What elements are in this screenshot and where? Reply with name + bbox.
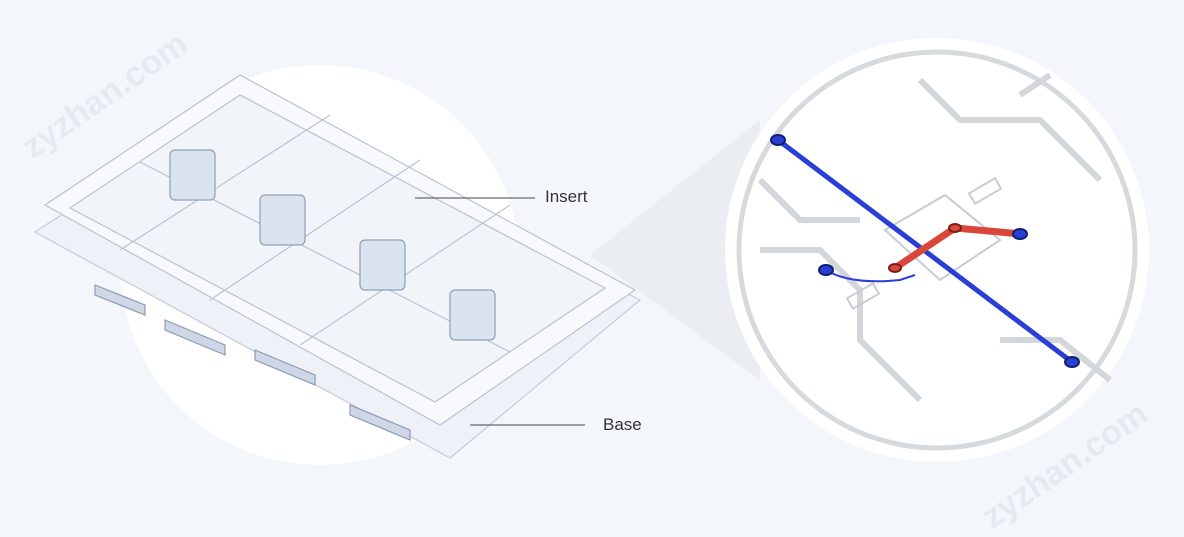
port-icon <box>818 264 834 276</box>
port-icon <box>1012 228 1028 240</box>
port-icon <box>770 134 786 146</box>
port-icon <box>1064 356 1080 368</box>
base-wells <box>94 284 411 441</box>
insert-blocks <box>169 149 496 341</box>
zoom-cone <box>590 120 760 380</box>
well-plate <box>33 74 642 459</box>
chip-detail <box>757 72 1112 403</box>
red-channel <box>893 224 1021 271</box>
base-label: Base <box>603 415 642 434</box>
detail-circle <box>736 49 1138 451</box>
insert-label: Insert <box>545 187 588 206</box>
illustration <box>33 38 1149 465</box>
